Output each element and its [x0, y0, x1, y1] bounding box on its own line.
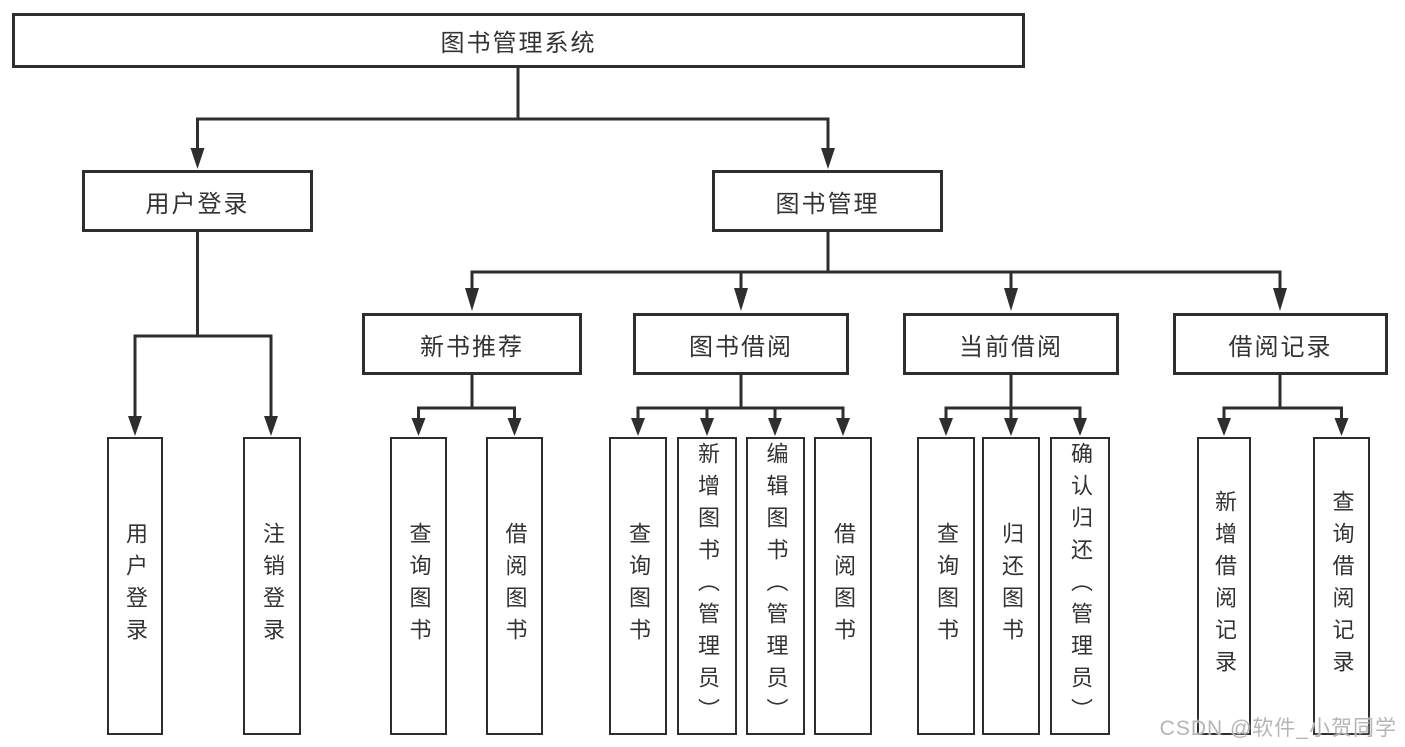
leaf-borrowing-edit-books-admin: 编辑图书（管理员） [746, 437, 805, 735]
leaf-label: 新增图书（管理员） [695, 442, 720, 730]
leaf-logout: 注销登录 [243, 437, 301, 735]
arrow-icon [939, 418, 953, 436]
edge-root-to-level2 [196, 66, 830, 152]
arrow-icon [821, 148, 835, 169]
arrow-icon [836, 418, 850, 436]
leaf-records-query-record: 查询借阅记录 [1313, 437, 1370, 735]
leaf-borrowing-add-books-admin: 新增图书（管理员） [677, 437, 737, 735]
leaf-label: 编辑图书（管理员） [763, 442, 789, 730]
leaf-label: 查询图书 [934, 522, 959, 650]
edge-login-to-leaves [133, 230, 273, 420]
csdn-watermark: CSDN @软件_小贺同学 [1159, 717, 1397, 740]
arrow-icon [1073, 418, 1087, 436]
node-new-book-recommend: 新书推荐 [362, 313, 582, 375]
leaf-current-confirm-return-admin: 确认归还（管理员） [1050, 437, 1110, 735]
arrow-icon [768, 418, 782, 436]
edge-borrow-to-leaves [636, 373, 845, 422]
leaf-records-add-record: 新增借阅记录 [1197, 437, 1251, 735]
edge-records-to-leaves [1222, 373, 1343, 422]
arrow-icon [1273, 288, 1287, 311]
arrow-icon [1334, 418, 1349, 436]
arrow-icon [507, 418, 522, 436]
leaf-label: 借阅图书 [831, 522, 856, 650]
leaf-label: 借阅图书 [502, 522, 528, 650]
arrow-icon [128, 416, 142, 436]
edge-newbook-to-leaves [417, 373, 516, 422]
arrowheads [128, 148, 1349, 436]
arrow-icon [264, 416, 278, 436]
arrow-icon [631, 418, 645, 436]
leaf-current-return-books: 归还图书 [982, 437, 1040, 735]
node-current-borrowing: 当前借阅 [903, 313, 1119, 375]
leaf-borrowing-borrow-books: 借阅图书 [814, 437, 872, 735]
arrow-icon [700, 418, 714, 436]
leaf-label: 查询借阅记录 [1329, 490, 1355, 682]
leaf-label: 用户登录 [123, 522, 148, 650]
edge-current-to-leaves [944, 373, 1082, 422]
leaf-current-query-books: 查询图书 [917, 437, 975, 735]
arrow-icon [1004, 418, 1018, 436]
node-user-login: 用户登录 [82, 170, 313, 232]
leaf-label: 查询图书 [626, 522, 651, 650]
arrow-icon [734, 288, 748, 311]
node-book-management: 图书管理 [712, 170, 943, 232]
leaf-label: 归还图书 [999, 522, 1024, 650]
leaf-label: 确认归还（管理员） [1068, 442, 1093, 730]
leaf-borrowing-query-books: 查询图书 [609, 437, 667, 735]
node-book-borrowing: 图书借阅 [633, 313, 849, 375]
arrow-icon [1217, 418, 1231, 436]
edge-mgmt-to-level3 [470, 230, 1282, 292]
node-borrow-records: 借阅记录 [1173, 313, 1388, 375]
arrow-icon [1004, 288, 1018, 311]
leaf-user-login: 用户登录 [107, 437, 163, 735]
arrow-icon [465, 288, 479, 311]
arrow-icon [190, 148, 205, 169]
leaf-label: 查询图书 [406, 522, 432, 650]
leaf-label: 注销登录 [260, 522, 285, 650]
leaf-newbook-query-books: 查询图书 [390, 437, 447, 735]
arrow-icon [411, 418, 426, 436]
leaf-label: 新增借阅记录 [1212, 490, 1237, 682]
leaf-newbook-borrow-books: 借阅图书 [486, 437, 543, 735]
node-library-system: 图书管理系统 [12, 13, 1025, 68]
